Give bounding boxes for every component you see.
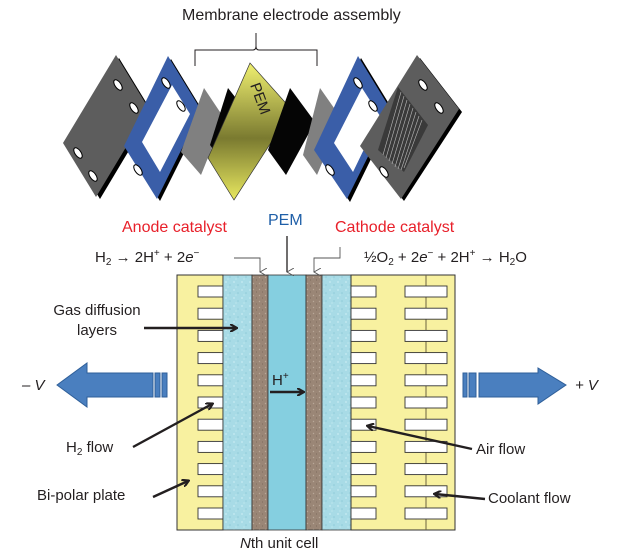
cathode-catalyst-leader xyxy=(314,247,341,272)
anode-reaction-sup1: + xyxy=(153,248,160,259)
hydrogen-channel xyxy=(197,374,224,387)
anode-catalyst-leader xyxy=(234,257,260,272)
bipolar-plate-label: Bi-polar plate xyxy=(37,487,126,504)
air-channel xyxy=(350,418,377,431)
cathode-reaction-sup1: − xyxy=(427,248,434,259)
cathode-reaction: ½O2 + 2e− + 2H+ → H2O xyxy=(364,248,527,268)
h2-flow-arrow xyxy=(132,404,212,449)
gas-diffusion-label-line2: layers xyxy=(76,322,117,339)
air-channel xyxy=(350,374,377,387)
gasket-left xyxy=(124,56,204,201)
flow-field-plate-right xyxy=(360,55,462,201)
unit-cell-label-n: N xyxy=(240,535,251,552)
anode-reaction: H2 → 2H+ + 2e− xyxy=(95,248,200,268)
gdl-left xyxy=(181,88,224,175)
hydrogen-channel xyxy=(197,285,224,298)
hydrogen-channel xyxy=(197,396,224,409)
cathode-reaction-o2: ½O xyxy=(364,249,389,266)
gas-diffusion-label: Gas diffusion layers xyxy=(42,301,152,341)
coolant-channel xyxy=(404,329,448,342)
gas-diffusion-label-line1: Gas diffusion xyxy=(53,302,141,319)
coolant-flow-label: Coolant flow xyxy=(488,490,571,507)
air-flow-label: Air flow xyxy=(476,441,526,458)
pem-label: PEM xyxy=(268,212,303,229)
hydrogen-channel xyxy=(197,440,224,453)
hydrogen-channel xyxy=(197,307,224,320)
end-plate-left xyxy=(63,55,152,199)
hydrogen-channel xyxy=(197,352,224,365)
cathode-reaction-o: O xyxy=(515,249,527,266)
air-channel xyxy=(350,329,377,342)
coolant-channel xyxy=(404,307,448,320)
hydrogen-channel xyxy=(197,418,224,431)
coolant-flow-arrow xyxy=(435,494,486,501)
coolant-channel xyxy=(404,374,448,387)
positive-terminal-arrow xyxy=(462,367,567,405)
unit-cell-label-rest: th unit cell xyxy=(250,535,319,552)
anode-reaction-sub: 2 xyxy=(105,257,112,268)
h2-flow-label-h: H xyxy=(66,439,77,456)
proton-label: H+ xyxy=(272,371,289,389)
cathode-reaction-plus1: + 2 xyxy=(393,249,420,266)
gasket-right xyxy=(314,56,394,202)
flow-channels-pattern xyxy=(378,87,428,172)
cathode-channels xyxy=(350,285,377,520)
hydrogen-channel xyxy=(197,485,224,498)
air-channel xyxy=(350,440,377,453)
cathode-reaction-sup2: + xyxy=(469,248,476,259)
coolant-channel xyxy=(404,352,448,365)
anode-reaction-mid: → 2H xyxy=(111,249,154,266)
anode-reaction-h: H xyxy=(95,249,106,266)
coolant-channel xyxy=(404,285,448,298)
h2-flow-label-sub: 2 xyxy=(76,447,83,458)
proton-label-h: H xyxy=(272,372,283,389)
coolant-channel xyxy=(404,507,448,520)
anode-reaction-e: e xyxy=(185,249,194,266)
negative-terminal-arrow xyxy=(56,362,168,408)
anode-catalyst-label: Anode catalyst xyxy=(122,219,227,236)
coolant-channel xyxy=(404,396,448,409)
hydrogen-channel xyxy=(197,329,224,342)
exploded-assembly: PEM xyxy=(63,33,462,202)
gdl-right xyxy=(303,88,341,175)
cathode-catalyst-layer xyxy=(305,274,323,531)
h2-flow-label-rest: flow xyxy=(82,439,114,456)
gas-diffusion-layer-cathode xyxy=(321,274,352,531)
gas-diffusion-layer-anode xyxy=(222,274,253,531)
air-channel xyxy=(350,485,377,498)
anode-reaction-plus: + 2 xyxy=(159,249,186,266)
pem-layer xyxy=(267,274,307,531)
coolant-channel xyxy=(404,440,448,453)
air-flow-arrow xyxy=(368,426,473,451)
air-channel xyxy=(350,396,377,409)
hydrogen-channel xyxy=(197,463,224,476)
mea-bracket xyxy=(194,33,318,66)
coolant-channels xyxy=(404,285,448,520)
coolant-channel xyxy=(404,418,448,431)
air-channel xyxy=(350,463,377,476)
negative-voltage-label: – V xyxy=(22,377,45,394)
h2-flow-label: H2 flow xyxy=(66,439,114,458)
unit-cell-label: Nth unit cell xyxy=(240,536,318,551)
air-channel xyxy=(350,307,377,320)
cathode-catalyst-label: Cathode catalyst xyxy=(335,219,455,236)
cathode-reaction-arrow: → H xyxy=(475,249,510,266)
coolant-channel xyxy=(404,485,448,498)
air-channel xyxy=(350,352,377,365)
anode-reaction-sup2: − xyxy=(193,248,200,259)
air-channel xyxy=(350,285,377,298)
proton-label-sup: + xyxy=(282,371,289,382)
cathode-reaction-e: e xyxy=(419,249,428,266)
diagram-title: Membrane electrode assembly xyxy=(182,7,401,24)
air-channel xyxy=(350,507,377,520)
anode-catalyst-layer xyxy=(251,274,269,531)
cathode-reaction-plus2: + 2H xyxy=(433,249,470,266)
cathode-reaction-sub2: 2 xyxy=(509,257,516,268)
cathode-reaction-sub1: 2 xyxy=(388,257,394,268)
coolant-channel xyxy=(404,463,448,476)
bipolar-plate-arrow xyxy=(152,481,188,499)
hydrogen-channel xyxy=(197,507,224,520)
positive-voltage-label: + V xyxy=(575,377,598,394)
catalyst-right xyxy=(268,88,315,175)
